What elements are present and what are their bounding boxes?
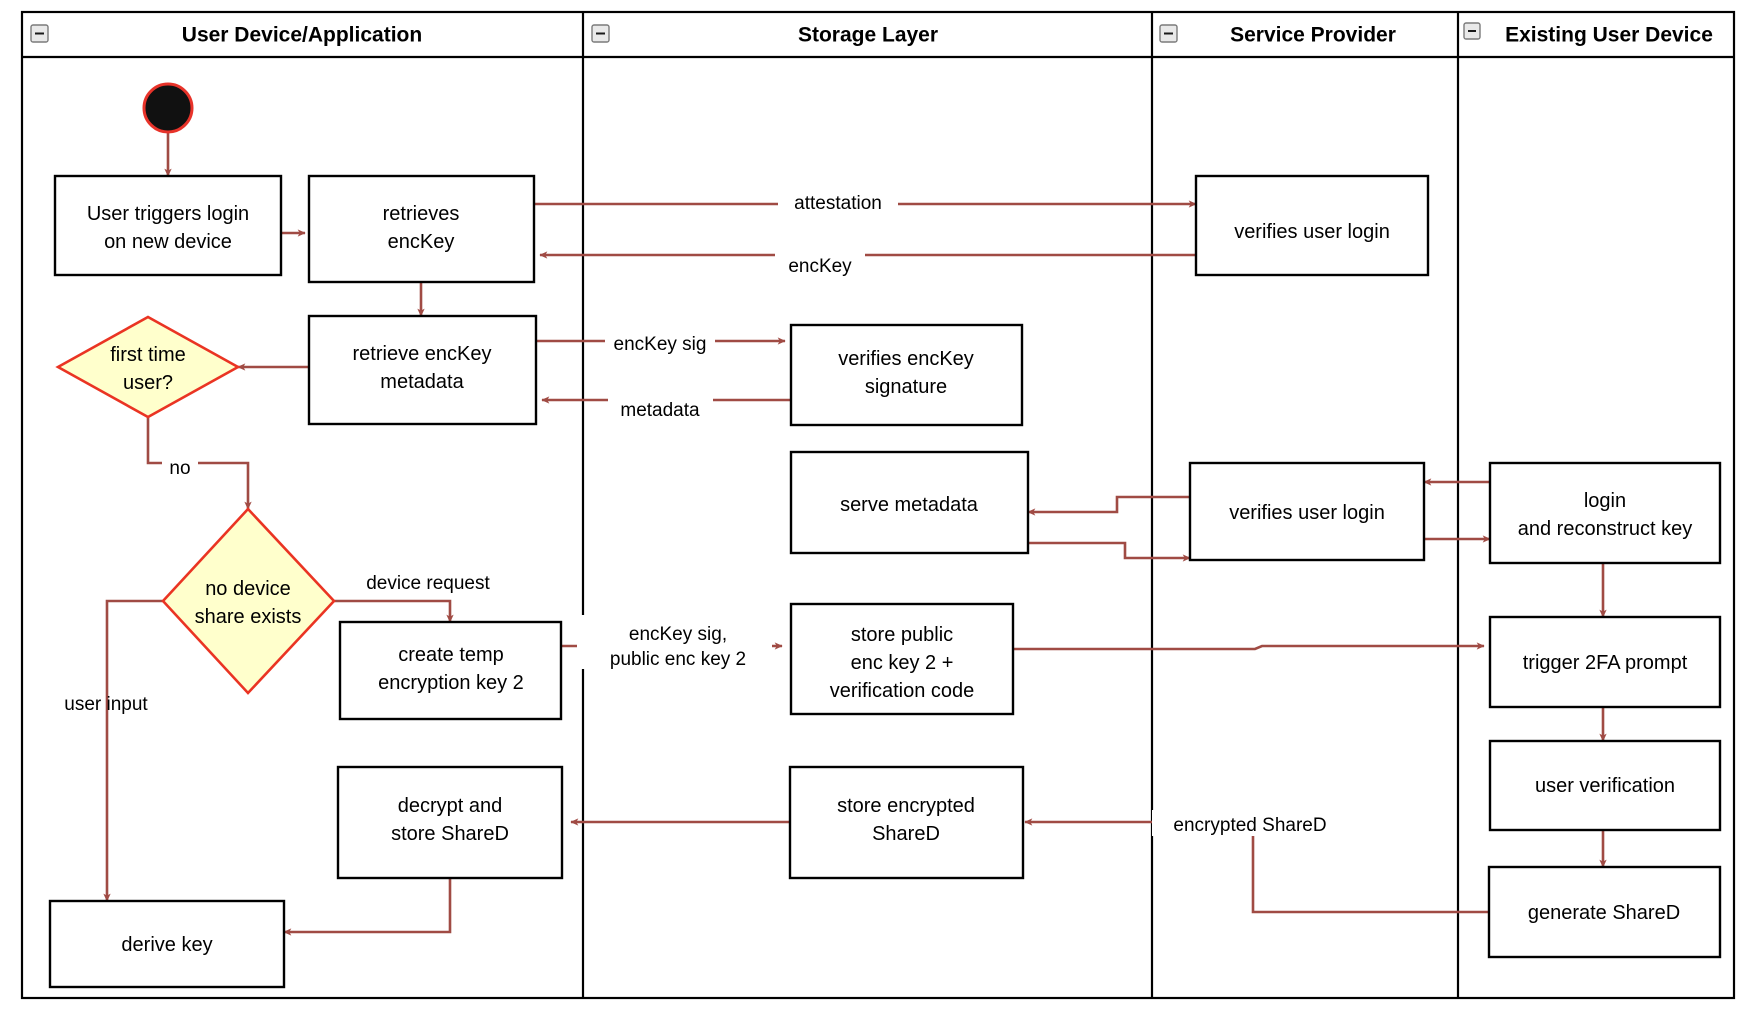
node-label-line: verifies user login	[1234, 221, 1390, 243]
node-label-line: first time	[110, 344, 186, 366]
edge-label-enckey-sig: encKey sig	[614, 334, 707, 355]
node-label-line: derive key	[121, 934, 212, 956]
lane-title-existing-device: Existing User Device	[1505, 24, 1713, 47]
node-first-time-user[interactable]: first time user?	[55, 315, 241, 419]
lane-title-service-provider: Service Provider	[1230, 24, 1396, 47]
edge-label-no: no	[169, 458, 190, 479]
node-label-line: metadata	[380, 371, 464, 393]
node-label-line: store encrypted	[837, 795, 975, 817]
edge-encrypted-shared	[1024, 818, 1489, 914]
edge-decrypt-to-derive	[283, 878, 452, 936]
node-label-line: enc key 2 +	[851, 652, 954, 674]
node-label-line: share exists	[195, 606, 302, 628]
node-create-temp-encryption-key-2[interactable]: create temp encryption key 2	[338, 620, 563, 721]
edge-label-enckey: encKey	[788, 256, 852, 277]
node-label-line: verifies encKey	[838, 348, 974, 370]
node-label-line: store ShareD	[391, 823, 509, 845]
node-label-line: User triggers login	[87, 203, 249, 225]
node-label-line: ShareD	[872, 823, 940, 845]
node-layer: User triggers login on new device retrie…	[48, 82, 1722, 989]
edge-label-device-request: device request	[366, 573, 490, 594]
edge-layer	[103, 128, 1607, 936]
edge-device-request	[334, 599, 454, 623]
node-label-line: retrieve encKey	[353, 343, 492, 365]
node-label-line: signature	[865, 376, 947, 398]
node-label-line: on new device	[104, 231, 232, 253]
node-label-line: retrieves	[383, 203, 460, 225]
node-retrieves-enckey[interactable]: retrieves encKey	[307, 174, 536, 284]
edge-label-metadata: metadata	[620, 400, 700, 421]
node-label-line: serve metadata	[840, 494, 979, 516]
node-decrypt-and-store-shared[interactable]: decrypt and store ShareD	[336, 765, 564, 880]
node-label-line: decrypt and	[398, 795, 503, 817]
collapse-minus-icon[interactable]	[1463, 22, 1481, 40]
edge-verifies-to-serve-metadata	[1027, 495, 1190, 516]
node-label-line: user verification	[1535, 775, 1675, 797]
node-derive-key[interactable]: derive key	[48, 899, 286, 989]
node-verifies-user-login-top[interactable]: verifies user login	[1194, 174, 1430, 277]
lane-title-storage: Storage Layer	[798, 24, 938, 47]
sidebar-item-lane-user-device[interactable]: User Device/Application	[30, 24, 422, 47]
node-label-line: trigger 2FA prompt	[1523, 652, 1688, 674]
node-store-encrypted-shared[interactable]: store encrypted ShareD	[788, 765, 1025, 880]
node-label-line: user?	[123, 372, 173, 394]
node-user-triggers-login[interactable]: User triggers login on new device	[53, 174, 283, 277]
node-label-line: create temp	[398, 644, 504, 666]
edge-label-encrypted-shared: encrypted ShareD	[1173, 815, 1326, 836]
edge-label-layer: attestation encKey encKey sig metadata n…	[64, 186, 1348, 836]
edge-label-enckey-sig-pubkey-2: public enc key 2	[610, 649, 746, 670]
node-label-line: verification code	[830, 680, 975, 702]
node-label-line: store public	[851, 624, 953, 646]
sidebar-item-lane-storage[interactable]: Storage Layer	[591, 24, 938, 47]
node-verifies-enckey-signature[interactable]: verifies encKey signature	[789, 323, 1024, 427]
node-generate-shared[interactable]: generate ShareD	[1487, 865, 1722, 959]
edge-label-user-input: user input	[64, 694, 148, 715]
node-label-line: no device	[205, 578, 291, 600]
node-user-verification[interactable]: user verification	[1488, 739, 1722, 832]
node-label-line: verifies user login	[1229, 502, 1385, 524]
edge-storepublic-to-2fa	[1013, 642, 1485, 651]
node-trigger-2fa-prompt[interactable]: trigger 2FA prompt	[1488, 615, 1722, 709]
node-label-line: encKey	[388, 231, 455, 253]
sidebar-item-lane-existing-device[interactable]: Existing User Device	[1463, 22, 1713, 47]
node-label-line: and reconstruct key	[1518, 518, 1693, 540]
node-serve-metadata[interactable]: serve metadata	[789, 450, 1030, 555]
edge-serve-metadata-to-verifies	[1028, 541, 1191, 562]
edge-label-enckey-sig-pubkey-1: encKey sig,	[629, 624, 727, 645]
node-store-public-enc-key-2[interactable]: store public enc key 2 + verification co…	[789, 602, 1015, 716]
node-login-and-reconstruct-key[interactable]: login and reconstruct key	[1488, 461, 1722, 565]
sidebar-item-lane-service-provider[interactable]: Service Provider	[1159, 24, 1396, 47]
collapse-minus-icon[interactable]	[591, 24, 610, 43]
node-no-device-share-exists[interactable]: no device share exists	[161, 507, 336, 695]
edge-user-input	[103, 599, 163, 902]
collapse-minus-icon[interactable]	[30, 24, 49, 43]
node-verifies-user-login-mid[interactable]: verifies user login	[1188, 461, 1426, 562]
node-label-line: encryption key 2	[378, 672, 524, 694]
collapse-minus-icon[interactable]	[1159, 24, 1178, 43]
node-retrieve-enckey-metadata[interactable]: retrieve encKey metadata	[307, 314, 538, 426]
edge-label-attestation: attestation	[794, 193, 882, 214]
lane-title-user-device: User Device/Application	[182, 24, 422, 47]
node-label-line: generate ShareD	[1528, 902, 1680, 924]
start-node[interactable]	[142, 82, 194, 134]
node-label-line: login	[1584, 490, 1626, 512]
